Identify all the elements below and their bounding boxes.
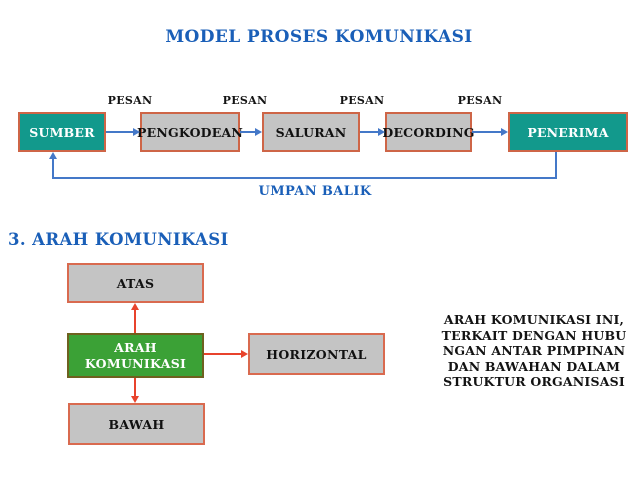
node-arah-komunikasi: ARAH KOMUNIKASI bbox=[67, 333, 204, 378]
feedback-line-bottom bbox=[52, 177, 557, 179]
node-horizontal: HORIZONTAL bbox=[248, 333, 385, 375]
arrow-line-horizontal bbox=[204, 353, 241, 355]
arrow-right-icon bbox=[255, 128, 262, 136]
note-line: DAN BAWAHAN DALAM bbox=[447, 358, 621, 374]
note-line: ARAH KOMUNIKASI INI, bbox=[443, 312, 625, 327]
arrow-right-icon bbox=[241, 350, 248, 358]
flow-box-pengkodean: PENGKODEAN bbox=[137, 112, 243, 152]
note-text: ARAH KOMUNIKASI INI, TERKAIT DENGAN HUBU… bbox=[436, 312, 632, 390]
node-atas: ATAS bbox=[67, 263, 204, 303]
arrow-line-3 bbox=[360, 131, 378, 133]
feedback-line-right bbox=[555, 152, 557, 178]
arrow-line-2 bbox=[240, 131, 255, 133]
pesan-label-4: PESAN bbox=[457, 94, 503, 107]
arrow-down-icon bbox=[131, 396, 139, 403]
arrow-up-icon bbox=[131, 303, 139, 310]
arrow-line-up bbox=[134, 309, 136, 333]
node-bawah: BAWAH bbox=[68, 403, 205, 445]
flow-box-penerima: PENERIMA bbox=[508, 112, 628, 152]
pesan-label-2: PESAN bbox=[222, 94, 268, 107]
note-line: TERKAIT DENGAN HUBU bbox=[441, 327, 627, 343]
arrow-up-icon bbox=[49, 152, 57, 159]
flow-box-saluran: SALURAN bbox=[262, 112, 360, 152]
flow-box-decording: DECORDING bbox=[382, 112, 474, 152]
slide-title: MODEL PROSES KOMUNIKASI bbox=[165, 27, 473, 47]
pesan-label-3: PESAN bbox=[339, 94, 385, 107]
arrow-line-1 bbox=[106, 131, 133, 133]
arrow-right-icon bbox=[501, 128, 508, 136]
arrow-right-icon bbox=[378, 128, 385, 136]
flow-box-sumber: SUMBER bbox=[18, 112, 106, 152]
section-heading: 3. ARAH KOMUNIKASI bbox=[8, 230, 229, 249]
feedback-line-left bbox=[52, 159, 54, 178]
note-line: STRUKTUR ORGANISASI bbox=[443, 374, 625, 390]
pesan-label-1: PESAN bbox=[107, 94, 153, 107]
note-line: NGAN ANTAR PIMPINAN bbox=[442, 343, 626, 359]
arrow-line-4 bbox=[472, 131, 501, 133]
arrow-line-down bbox=[134, 378, 136, 397]
feedback-label: UMPAN BALIK bbox=[258, 184, 372, 199]
arrow-right-icon bbox=[133, 128, 140, 136]
